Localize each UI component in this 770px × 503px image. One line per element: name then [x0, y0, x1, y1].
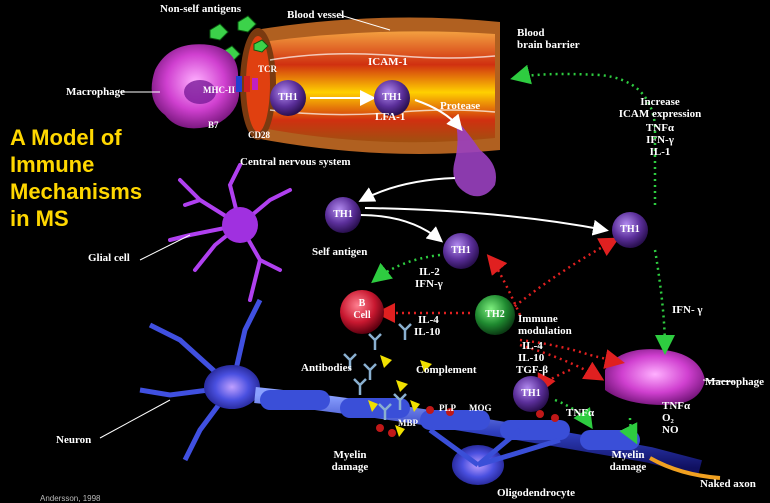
label-cd28: CD28	[248, 131, 270, 141]
label-protease: Protease	[440, 100, 480, 112]
label-mog: MOG	[469, 404, 492, 414]
label-immune-mod-1: Immune	[518, 313, 558, 325]
label-il10-b: IL-10	[518, 352, 544, 364]
label-o2: O₂	[662, 412, 674, 424]
label-tcr: TCR	[258, 65, 277, 75]
label-non-self-antigens: Non-self antigens	[160, 3, 241, 15]
label-complement: Complement	[416, 364, 477, 376]
label-bbb-2: brain barrier	[517, 39, 580, 51]
th1-label-2: TH1	[377, 92, 407, 103]
label-cns: Central nervous system	[240, 156, 351, 168]
th1-label-6: TH1	[516, 388, 546, 399]
label-bbb-1: Blood	[517, 27, 545, 39]
citation: Andersson, 1998	[40, 494, 101, 503]
label-tgf-beta: TGF-β	[516, 364, 548, 376]
label-myelin-damage-1: Myelin	[320, 449, 380, 461]
label-increase-1: Increase	[610, 96, 710, 108]
label-antibodies: Antibodies	[301, 362, 352, 374]
label-b7: B7	[208, 121, 219, 131]
label-no: NO	[662, 424, 679, 436]
label-ifn-gamma-2: IFN-γ	[415, 278, 443, 290]
label-immune-mod-2: modulation	[518, 325, 572, 337]
label-ifn-gamma-right: IFN- γ	[672, 304, 703, 316]
label-tnf-alpha-2: TNFα	[566, 407, 594, 419]
label-myelin-damage-1b: damage	[320, 461, 380, 473]
th1-label-3: TH1	[328, 209, 358, 220]
th1-label-5: TH1	[615, 224, 645, 235]
label-glial-cell: Glial cell	[88, 252, 130, 264]
diagram-title: A Model of Immune Mechanisms in MS	[10, 124, 142, 232]
label-il10: IL-10	[414, 326, 440, 338]
label-macrophage-right: Macrophage	[705, 376, 764, 388]
label-il4-b: IL-4	[522, 340, 543, 352]
label-plp: PLP	[439, 404, 456, 414]
label-increase-2: ICAM expression	[600, 108, 720, 120]
label-il1: IL-1	[610, 146, 710, 158]
label-oligodendrocyte: Oligodendrocyte	[497, 487, 575, 499]
label-self-antigen: Self antigen	[312, 246, 367, 258]
label-mbp: MBP	[398, 419, 418, 429]
label-macrophage-left: Macrophage	[66, 86, 125, 98]
label-myelin-damage-2: Myelin	[598, 449, 658, 461]
label-neuron: Neuron	[56, 434, 91, 446]
label-myelin-damage-2b: damage	[598, 461, 658, 473]
label-icam1: ICAM-1	[368, 56, 408, 68]
label-lfa1: LFA-1	[375, 111, 405, 123]
label-naked-axon: Naked axon	[700, 478, 756, 490]
label-tnf-alpha: TNFα	[610, 122, 710, 134]
label-tnf-alpha-3: TNFα	[662, 400, 690, 412]
th1-label-1: TH1	[273, 92, 303, 103]
th1-label-4: TH1	[446, 245, 476, 256]
label-il4: IL-4	[418, 314, 439, 326]
th2-label: TH2	[480, 309, 510, 320]
label-ifn-gamma: IFN-γ	[610, 134, 710, 146]
label-mhc-ii: MHC-II	[203, 86, 235, 96]
label-il2: IL-2	[419, 266, 440, 278]
label-blood-vessel: Blood vessel	[287, 9, 344, 21]
